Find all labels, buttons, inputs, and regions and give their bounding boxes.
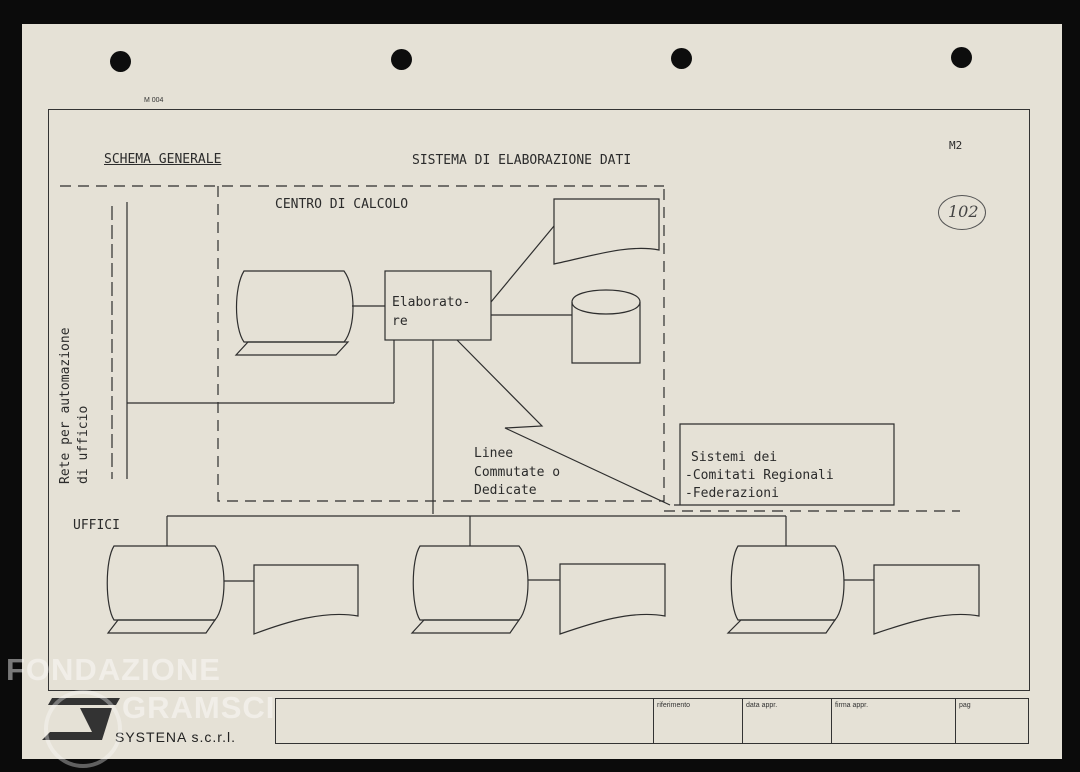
cell-data-appr: data appr. (742, 699, 832, 743)
computing-center-box (217, 186, 665, 502)
paper-sheet: M 004 M2 102 SCHEMA GENERALE SISTEMA DI … (22, 24, 1062, 759)
title-sistema-elaborazione: SISTEMA DI ELABORAZIONE DATI (412, 153, 632, 168)
system-diagram (60, 185, 980, 635)
console-terminal (235, 270, 354, 343)
processor-label-1: Elaborato- (392, 295, 471, 310)
computing-center-label: CENTRO DI CALCOLO (275, 197, 409, 212)
processor-label-2: re (392, 314, 408, 329)
lines-label-1: Linee (474, 446, 514, 461)
office-2-terminal (412, 545, 529, 621)
lines-label-2: Commutate o (474, 465, 561, 480)
office-1-terminal (106, 545, 225, 621)
offices-label: UFFICI (73, 518, 120, 533)
cell-firma-appr: firma appr. (831, 699, 956, 743)
office-1-keyboard (106, 619, 217, 634)
network-label: Rete per automazione di ufficio (58, 327, 91, 484)
office-2-keyboard (410, 619, 521, 634)
form-code: M 004 (144, 97, 164, 104)
systems-label-3: -Federazioni (685, 486, 779, 501)
processor-to-printer (490, 225, 555, 303)
punch-hole-1 (110, 51, 131, 72)
watermark-circle-icon (44, 690, 122, 768)
console-keyboard (234, 341, 350, 356)
office-2-printer (559, 563, 666, 635)
watermark-line2: GRAMSCI (122, 690, 276, 725)
systems-label-1: Sistemi dei (691, 450, 778, 465)
title-schema-generale: SCHEMA GENERALE (104, 152, 222, 167)
office-3-terminal (730, 545, 845, 621)
title-block: riferimento data appr. firma appr. pag (275, 698, 1029, 744)
drawing-frame (48, 109, 1030, 691)
punch-hole-4 (951, 47, 972, 68)
punch-hole-2 (391, 49, 412, 70)
office-3-printer (873, 564, 980, 635)
disk-top-rim (571, 301, 641, 315)
punch-hole-3 (671, 48, 692, 69)
sheet-id: M2 (949, 139, 963, 152)
lines-label-3: Dedicate (474, 483, 537, 498)
printer-document (553, 198, 660, 265)
office-3-keyboard (726, 619, 837, 634)
watermark-line1: FONDAZIONE (6, 652, 221, 687)
disk-storage (571, 289, 641, 364)
company-name: SYSTENA s.c.r.l. (115, 729, 237, 745)
cell-pag: pag (955, 699, 1028, 743)
systems-box (674, 423, 895, 506)
cell-riferimento: riferimento (653, 699, 743, 743)
systems-label-2: -Comitati Regionali (685, 468, 834, 483)
office-1-printer (253, 564, 359, 635)
handwritten-page-number: 102 (938, 195, 986, 230)
telecom-link (456, 339, 671, 506)
processor-box (384, 270, 492, 341)
